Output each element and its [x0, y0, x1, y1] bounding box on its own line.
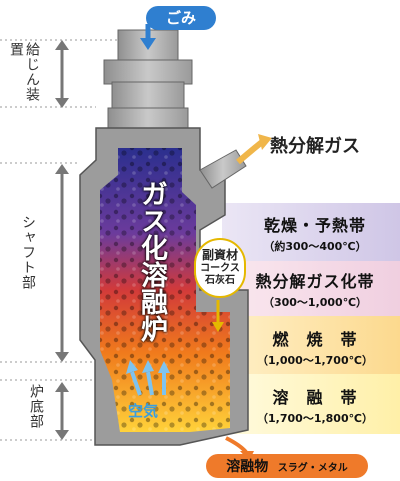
- subsidiary-title: 副資材: [201, 248, 238, 262]
- zone-combustion: 燃 焼 帯 （1,000～1,700℃）: [232, 326, 398, 368]
- zone-band-combustion: [222, 316, 400, 374]
- subsidiary-materials-callout: 副資材 コークス石灰石: [194, 238, 246, 298]
- subsidiary-items: コークス石灰石: [200, 263, 240, 286]
- zone-melting: 溶 融 帯 （1,700～1,800℃）: [232, 384, 398, 426]
- zone-pyrolysis-range: （300～1,000℃）: [262, 296, 368, 309]
- air-label: 空気: [128, 402, 159, 420]
- zone-band-pyrolysis: [222, 261, 400, 316]
- zone-pyrolysis: 熱分解ガス化帯 （300～1,000℃）: [232, 268, 398, 310]
- zone-drying-name: 乾燥・予熱帯: [263, 216, 366, 235]
- zone-melting-range: （1,700～1,800℃）: [257, 412, 373, 425]
- zone-pyrolysis-name: 熱分解ガス化帯: [255, 272, 375, 291]
- zone-band-melting: [222, 374, 400, 434]
- label-hearth-section: 炉底部: [28, 384, 44, 429]
- gas-output-label: 熱分解ガス: [270, 136, 360, 157]
- zone-combustion-range: （1,000～1,700℃）: [257, 354, 373, 367]
- molten-output-label: 溶融物 スラグ・メタル: [206, 454, 368, 478]
- zone-melting-name: 溶 融 帯: [272, 388, 358, 407]
- molten-output-sub: スラグ・メタル: [277, 463, 348, 474]
- zone-drying-range: （約300～400℃）: [263, 240, 367, 253]
- zone-combustion-name: 燃 焼 帯: [272, 330, 358, 349]
- zone-band-drying: [222, 203, 400, 261]
- molten-output-main: 溶融物: [226, 459, 269, 475]
- furnace-title: ガス化溶融炉: [136, 180, 167, 342]
- label-shaft-section: シャフト部: [20, 215, 36, 290]
- input-waste-label: ごみ: [146, 6, 216, 30]
- zone-drying: 乾燥・予熱帯 （約300～400℃）: [232, 212, 398, 254]
- label-charging-device: 給じん装置: [8, 42, 40, 102]
